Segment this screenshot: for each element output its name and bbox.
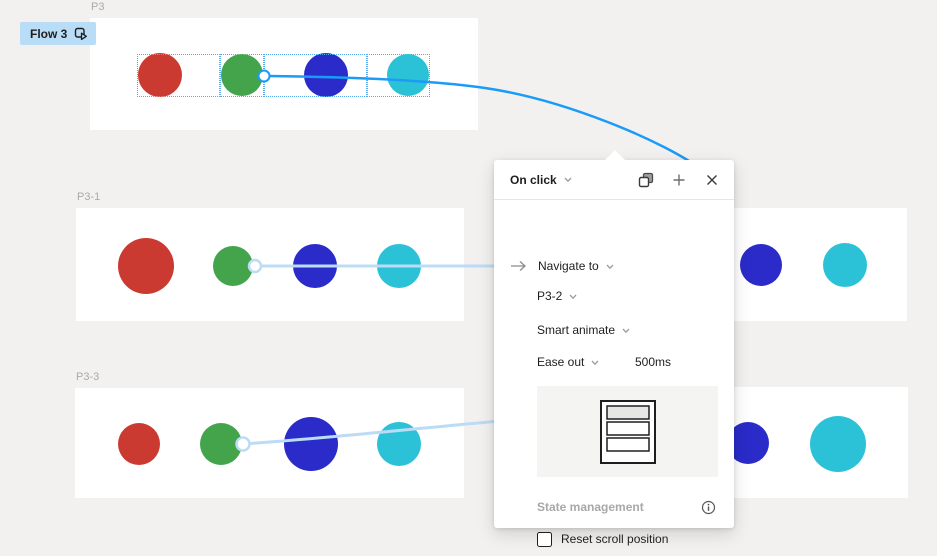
reset-scroll-row: Reset scroll position <box>537 525 668 553</box>
easing-dropdown[interactable]: Ease out <box>537 348 600 376</box>
blue-circle[interactable] <box>293 244 337 288</box>
frame-p3-3[interactable]: P3-3 <box>75 371 464 498</box>
cyan-circle[interactable] <box>823 243 867 287</box>
frame-label-p3-3[interactable]: P3-3 <box>76 371 100 383</box>
interaction-popup: On click <box>494 150 734 547</box>
frame-preview-icon <box>599 399 656 464</box>
arrow-right-icon <box>510 257 527 275</box>
frame-label-p3[interactable]: P3 <box>91 1 105 13</box>
popup-header: On click <box>494 160 734 200</box>
reset-scroll-checkbox[interactable] <box>537 531 552 547</box>
state-management-section: State management <box>537 493 644 521</box>
popup-caret <box>605 150 625 160</box>
duration-field[interactable]: 500ms <box>635 348 671 376</box>
animation-label: Smart animate <box>537 323 616 337</box>
red-circle[interactable] <box>138 53 182 97</box>
action-dropdown[interactable]: Navigate to <box>510 252 615 280</box>
cyan-circle[interactable] <box>377 422 421 466</box>
reset-scroll-label: Reset scroll position <box>561 532 669 546</box>
red-circle[interactable] <box>118 423 160 465</box>
frame-label-p3-1[interactable]: P3-1 <box>77 191 101 203</box>
info-icon[interactable] <box>699 498 717 516</box>
chevron-down-icon <box>568 292 578 301</box>
red-circle[interactable] <box>118 238 174 294</box>
green-circle[interactable] <box>213 246 253 286</box>
destination-dropdown[interactable]: P3-2 <box>537 282 578 310</box>
selection-box[interactable] <box>220 54 264 97</box>
selection-box[interactable] <box>367 54 430 97</box>
open-flow-icon[interactable] <box>74 27 88 41</box>
action-label: Navigate to <box>538 259 599 273</box>
animation-dropdown[interactable]: Smart animate <box>537 316 631 344</box>
blue-circle[interactable] <box>740 244 782 286</box>
chevron-down-icon <box>605 262 615 271</box>
chevron-down-icon <box>590 358 600 367</box>
green-circle[interactable] <box>200 423 242 465</box>
cyan-circle[interactable] <box>810 416 866 472</box>
selection-box[interactable] <box>264 54 367 97</box>
green-circle[interactable] <box>221 54 263 96</box>
selection-box[interactable] <box>137 54 220 97</box>
blue-circle[interactable] <box>284 417 338 471</box>
state-management-label: State management <box>537 500 644 514</box>
trigger-dropdown[interactable]: On click <box>510 172 557 187</box>
flow-badge-label: Flow 3 <box>30 26 68 41</box>
popup-body: Navigate to P3-2 Smart animate Ease out <box>494 200 734 547</box>
destination-label: P3-2 <box>537 289 563 303</box>
close-icon[interactable] <box>703 171 721 189</box>
animation-preview[interactable] <box>537 386 718 477</box>
cyan-circle[interactable] <box>377 244 421 288</box>
chevron-down-icon <box>621 326 631 335</box>
add-interaction-icon[interactable] <box>670 171 688 189</box>
blue-circle[interactable] <box>727 422 769 464</box>
duration-value: 500ms <box>635 355 672 369</box>
copy-interaction-icon[interactable] <box>637 171 655 189</box>
easing-label: Ease out <box>537 355 585 369</box>
frame-p3-1[interactable]: P3-1 <box>76 191 464 321</box>
flow-start-badge[interactable]: Flow 3 <box>20 22 97 45</box>
chevron-down-icon[interactable] <box>563 175 573 184</box>
